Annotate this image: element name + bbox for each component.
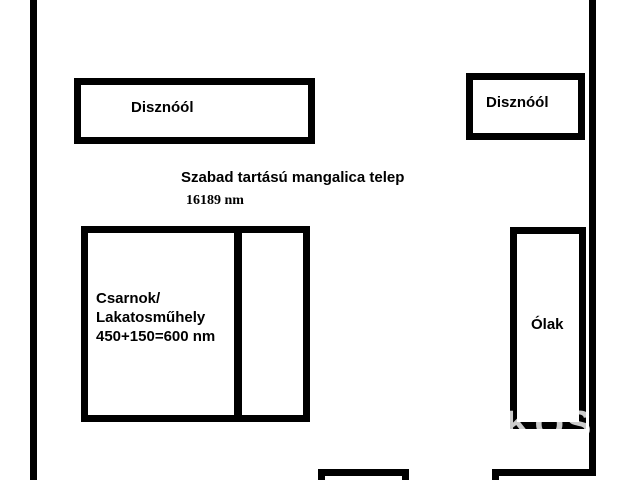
watermark-logo	[505, 404, 593, 447]
hall-label: Csarnok/ Lakatosműhely 450+150=600 nm	[96, 289, 215, 346]
pens: Ólak	[510, 227, 586, 429]
bottom-right-boundary	[492, 469, 596, 476]
pigsty-right-label: Disznóól	[486, 94, 549, 111]
hall-label-line: 450+150=600 nm	[96, 328, 216, 345]
site-title: Szabad tartású mangalica telep	[181, 169, 405, 186]
pigsty-left-label: Disznóól	[131, 99, 194, 116]
hall-divider	[234, 233, 242, 415]
left-boundary-wall	[30, 0, 37, 480]
hall-workshop: Csarnok/ Lakatosműhely 450+150=600 nm	[81, 226, 310, 422]
right-boundary-wall	[589, 0, 596, 476]
pigsty-left: Disznóól	[74, 78, 315, 144]
hall-label-line: Csarnok/	[96, 290, 161, 307]
pigsty-right: Disznóól	[466, 73, 585, 140]
site-area: 16189 nm	[186, 193, 244, 208]
bottom-building	[318, 469, 409, 480]
pens-label: Ólak	[531, 316, 564, 333]
hall-label-line: Lakatosműhely	[96, 309, 206, 326]
bottom-right-boundary-drop	[492, 469, 499, 480]
